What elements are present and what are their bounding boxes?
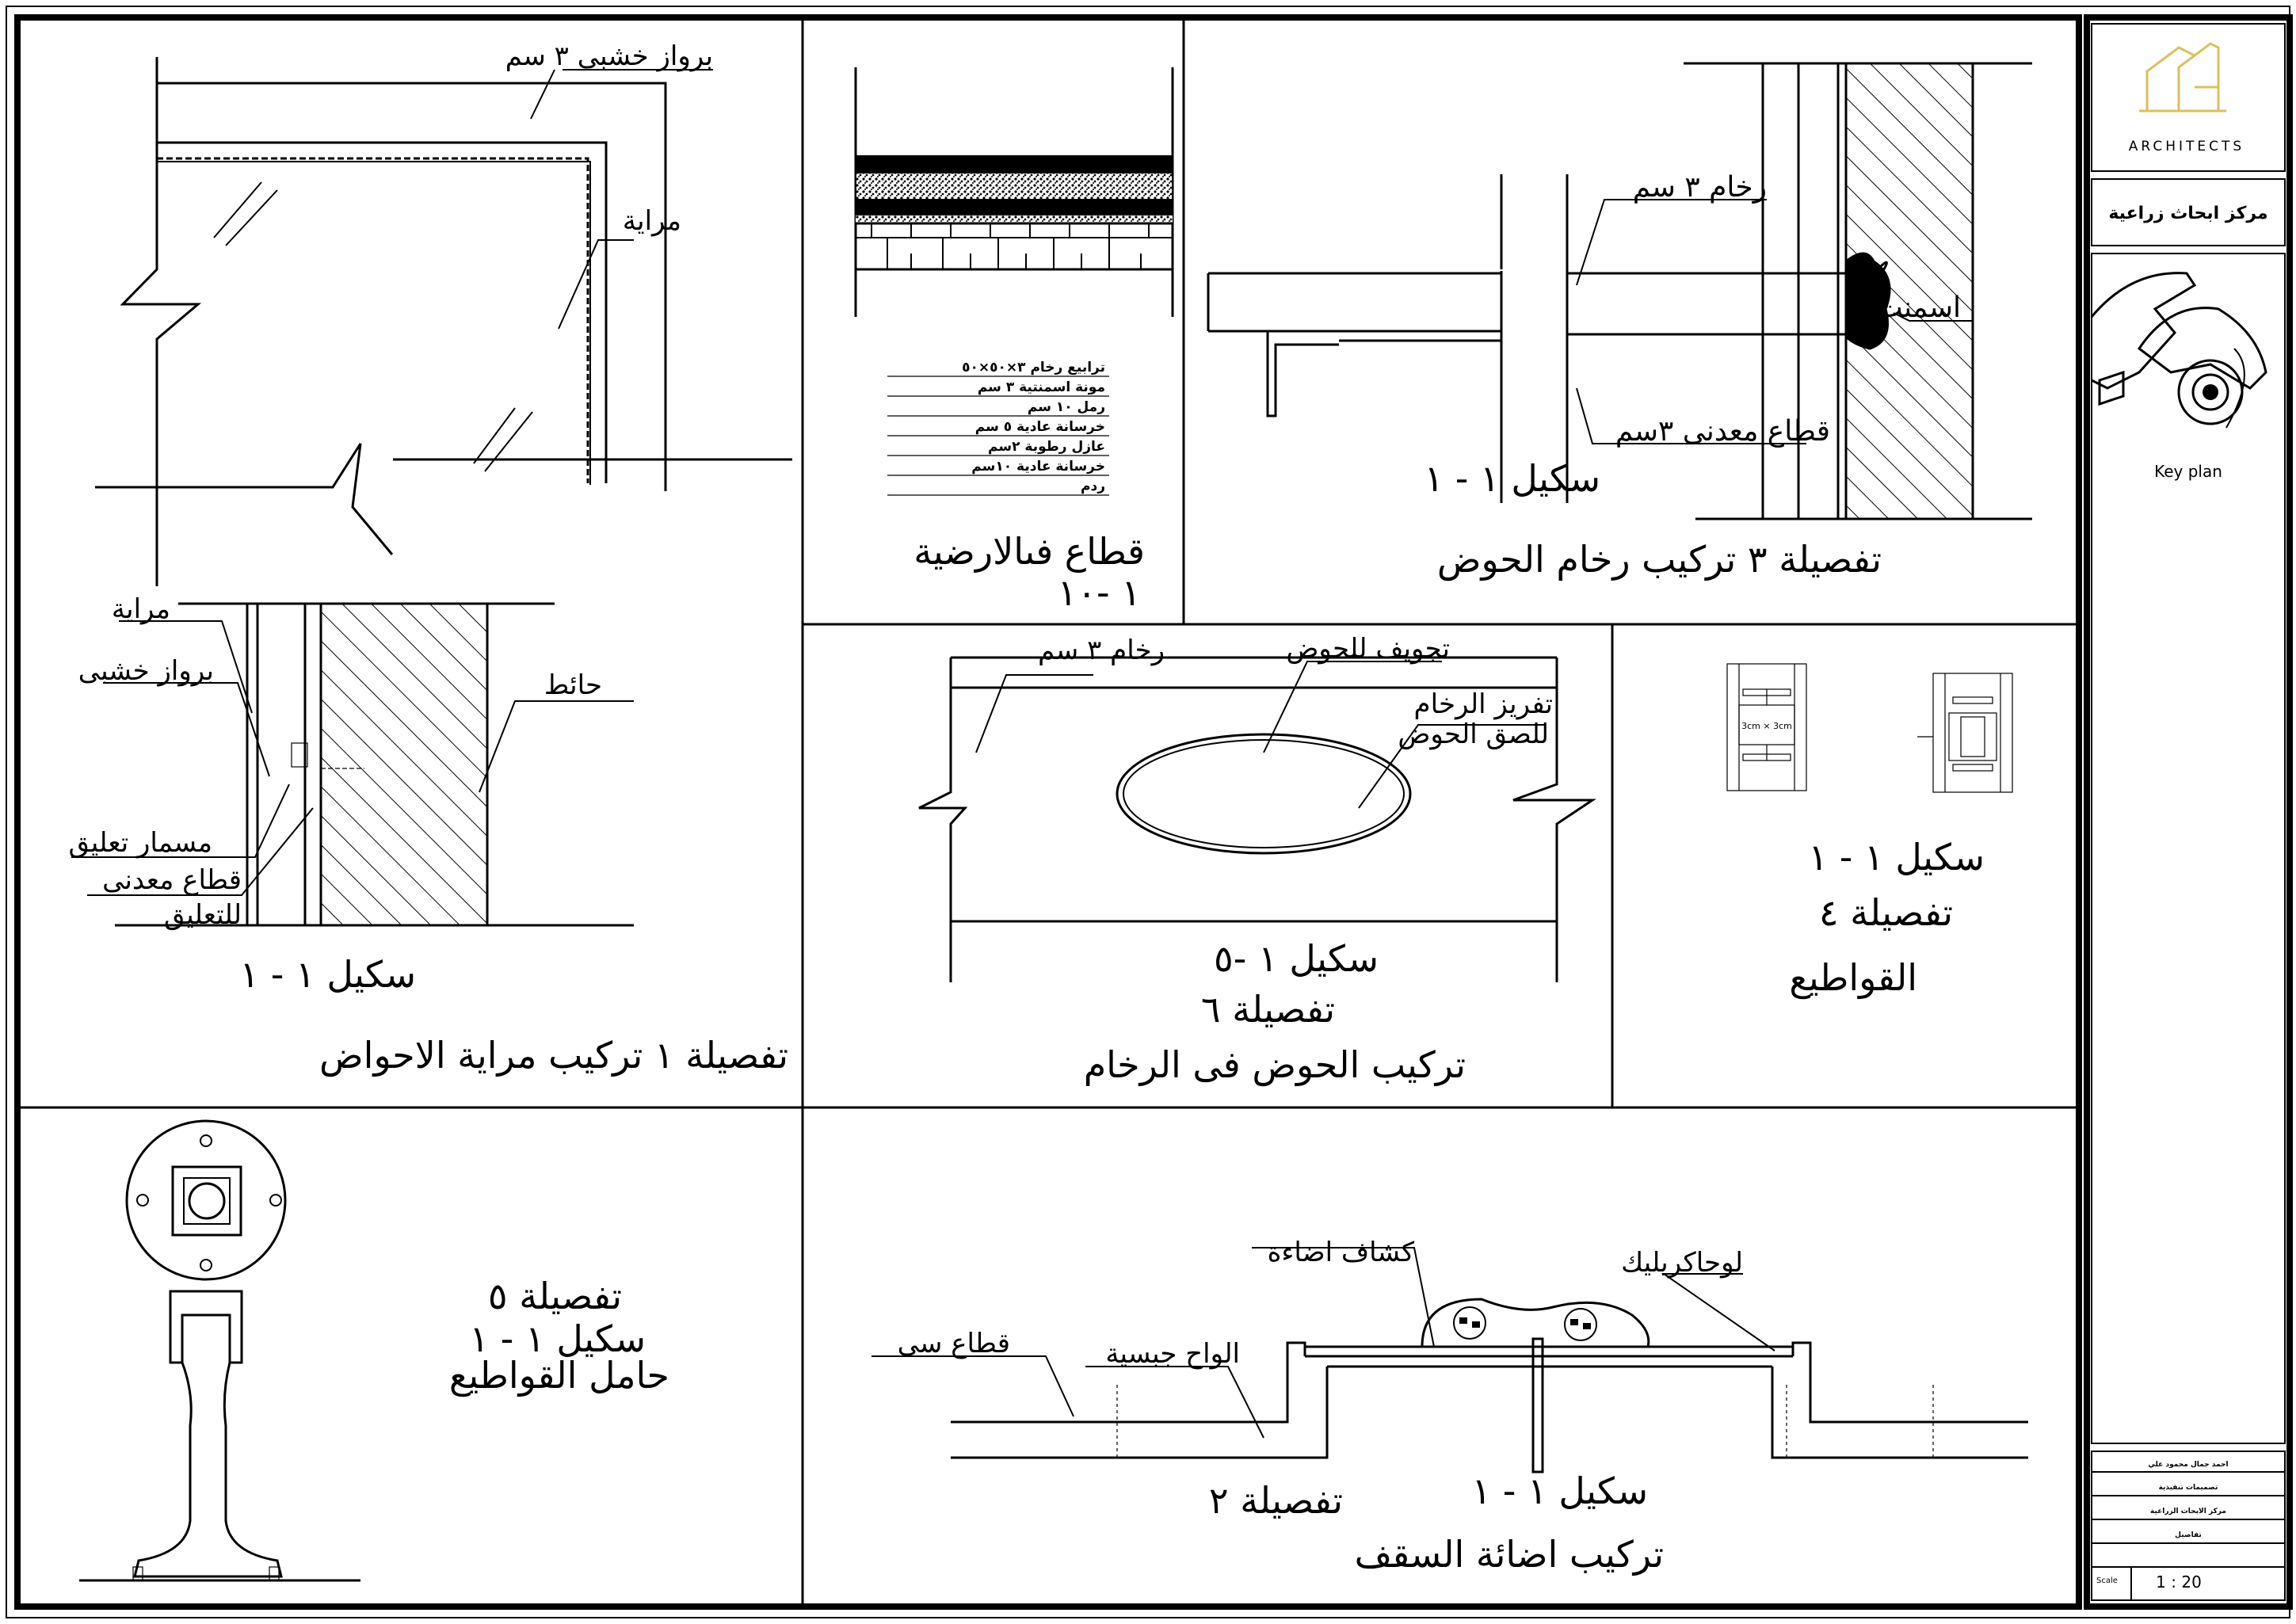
label-marble-6: رخام ٣ سم [1038, 635, 1165, 666]
detail-4-scale: سكيل ١ - ١ [1808, 836, 1985, 879]
floor-section-title: قطاع فىالارضية [913, 530, 1145, 573]
titleblock-row-4: تفاصيل [2175, 1531, 2202, 1539]
drawing-border [14, 14, 2082, 1610]
titleblock-row-1: احمد جمال محمود علي [2148, 1461, 2228, 1469]
label-groove-2: للصق الحوض [1398, 719, 1549, 750]
detail-3-marble-basin: رخام ٣ سم اسمنت قطاع معدنى ٣سم سكيل ١ - … [1207, 62, 2032, 581]
detail-6-basin: رخام ٣ سم تجويف للحوض تفريز الرخام للصق … [918, 633, 1596, 1087]
label-gypsum: الواح جبسية [1105, 1338, 1240, 1370]
title-block: ARCHITECTS مركز ابحاث زراعية Key plan اح… [2084, 14, 2293, 1610]
detail-2-number: تفصيلة ٢ [1209, 1479, 1343, 1522]
label-metal: قطاع معدنى [102, 864, 242, 896]
detail-mirror: برواز خشبى ٣ سم مراية مراية برواز خشبى ح… [68, 40, 792, 1077]
titleblock-row-2: تصميمات تنفيذية [2159, 1484, 2218, 1492]
detail-4-partitions: 3cm × 3cm سكيل ١ - ١ تفصيلة ٤ القواطيع [1726, 663, 2013, 1000]
detail-2-ceiling-light: كشاف اضاءة لوحاكريليك قطاع سى الواح جبسي… [871, 1237, 2028, 1576]
label-groove: تفريز الرخام [1414, 688, 1553, 720]
label-wall: حائط [544, 669, 602, 701]
label-basin-cavity: تجويف للحوض [1286, 633, 1450, 665]
detail-6-number: تفصيلة ٦ [1201, 988, 1335, 1031]
floor-layer-2: مونة اسمنتية ٣ سم [978, 379, 1105, 395]
label-frame: برواز خشبى [78, 655, 214, 687]
detail-5-scale: سكيل ١ - ١ [469, 1317, 646, 1360]
floor-layer-3: رمل ١٠ سم [1028, 399, 1105, 415]
floor-layer-6: خرسانة عادية ١٠سم [971, 459, 1105, 475]
detail-1-scale: سكيل ١ - ١ [239, 953, 416, 996]
floor-section-scale: ١ -١٠ [1058, 571, 1141, 614]
detail-3-title: تفصيلة ٣ تركيب رخام الحوض [1437, 538, 1882, 581]
label-frame-3cm: برواز خشبى ٣ سم [505, 40, 713, 72]
detail-5-title: حامل القواطيع [449, 1354, 669, 1397]
label-marble-3cm: رخام ٣ سم [1633, 171, 1767, 204]
label-spotlight: كشاف اضاءة [1268, 1237, 1415, 1268]
key-plan-sketch [2090, 272, 2267, 429]
detail-2-title: تركيب اضائة السقف [1355, 1533, 1664, 1576]
detail-6-title: تركيب الحوض فى الرخام [1084, 1043, 1466, 1087]
project-name: مركز ابحاث زراعية [2108, 204, 2267, 223]
architects-logo: ARCHITECTS [2129, 42, 2245, 154]
detail-5-partition-support: تفصيلة ٥ سكيل ١ - ١ حامل القواطيع [79, 1119, 669, 1582]
detail-6-scale: سكيل ١ -٥ [1214, 937, 1379, 980]
scale-value: 1 : 20 [2156, 1573, 2202, 1592]
scale-label: Scale [2096, 1576, 2118, 1585]
spotlight-icon [1453, 1306, 1597, 1341]
floor-layer-7: ردم [1081, 478, 1105, 494]
detail-4-title: القواطيع [1789, 956, 1917, 1000]
label-nail: مسمار تعليق [68, 827, 212, 859]
firm-name: ARCHITECTS [2129, 139, 2245, 154]
label-mirror: مراية [112, 593, 170, 625]
floor-layer-5: عازل رطوبة ٢سم [988, 439, 1105, 455]
panel-dividers [17, 17, 2079, 1607]
label-c-section: قطاع سى [898, 1328, 1010, 1359]
label-hang: للتعليق [164, 899, 242, 931]
detail-5-number: تفصيلة ٥ [488, 1275, 622, 1317]
label-metal-3cm: قطاع معدنى ٣سم [1615, 415, 1830, 448]
titleblock-row-3: مركز الابحاث الزراعية [2150, 1508, 2226, 1515]
detail-1-title: تفصيلة ١ تركيب مراية الاحواض [319, 1034, 788, 1077]
partition-tag: 3cm × 3cm [1741, 721, 1792, 731]
detail-2-scale: سكيل ١ - ١ [1471, 1470, 1648, 1512]
detail-3-scale: سكيل ١ - ١ [1424, 457, 1600, 500]
detail-4-number: تفصيلة ٤ [1819, 891, 1953, 934]
floor-layer-4: خرسانة عادية ٥ سم [975, 419, 1105, 435]
floor-layer-1: ترابيع رخام ٣×٥٠×٥٠ [962, 360, 1105, 376]
label-cement: اسمنت [1876, 292, 1961, 324]
key-plan-label: Key plan [2154, 462, 2222, 481]
detail-floor-section: ترابيع رخام ٣×٥٠×٥٠ مونة اسمنتية ٣ سم رم… [854, 67, 1174, 614]
label-mirror-top: مراية [623, 205, 681, 237]
label-acrylic: لوحاكريليك [1621, 1247, 1743, 1279]
